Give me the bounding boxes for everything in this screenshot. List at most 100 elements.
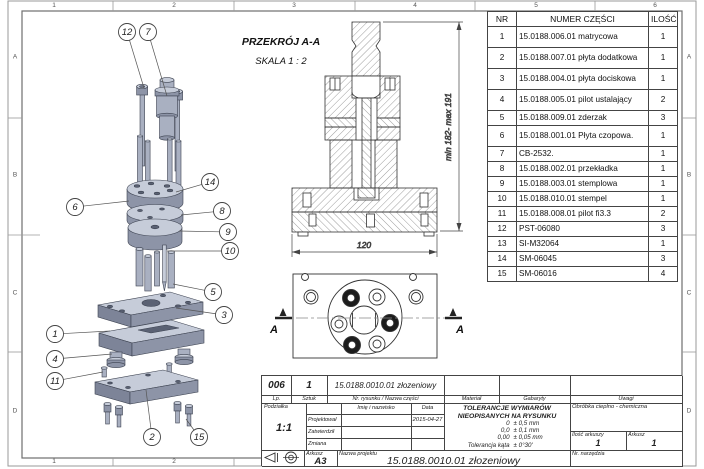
arkusz-label: Arkusz bbox=[628, 432, 645, 438]
zone-row-left-A: A bbox=[12, 53, 18, 61]
balloon-5 bbox=[204, 283, 222, 301]
tolerance-row: 0,00± 0,05 mm bbox=[497, 434, 543, 442]
project-name-cell: Nazwa projektu 15.0188.0010.01 złozeniow… bbox=[337, 450, 571, 467]
material-value-cell bbox=[444, 376, 500, 396]
date-value: 2015-04-27 bbox=[412, 417, 443, 423]
cut-label-left: A bbox=[269, 324, 278, 336]
format-cell: Arkusz A3 bbox=[304, 450, 338, 467]
zone-col-top-3: 3 bbox=[292, 2, 296, 9]
gabaryty-value-cell bbox=[499, 376, 571, 396]
sztuk-label: Sztuk bbox=[302, 396, 316, 402]
zone-col-top-4: 4 bbox=[413, 2, 417, 9]
balloon-6 bbox=[66, 198, 84, 216]
punch-pins bbox=[135, 244, 175, 292]
projektowal-label: Projektował bbox=[308, 417, 337, 423]
zone-col-top-1: 1 bbox=[52, 2, 56, 9]
svg-text:6: 6 bbox=[72, 202, 78, 213]
imie-label: Imię i nazwisko bbox=[357, 405, 395, 411]
svg-text:15: 15 bbox=[194, 432, 205, 443]
svg-text:5: 5 bbox=[210, 287, 216, 298]
lp-label: Lp. bbox=[272, 396, 281, 402]
svg-text:1: 1 bbox=[52, 329, 57, 340]
zone-row-right-D: D bbox=[686, 407, 692, 415]
plan-view bbox=[292, 273, 438, 359]
zone-col-top-5: 5 bbox=[534, 2, 538, 9]
svg-text:14: 14 bbox=[205, 177, 216, 188]
zone-ticks bbox=[8, 1, 696, 466]
tolerances-cell: TOLERANCJE WYMIARÓW NIEOPISANYCH NA RYSU… bbox=[444, 403, 571, 451]
plate-dociskowa bbox=[98, 319, 205, 368]
svg-text:8: 8 bbox=[219, 206, 225, 217]
svg-text:7: 7 bbox=[145, 27, 151, 38]
zmiana-label: Zmiana bbox=[308, 441, 327, 447]
balloon-4 bbox=[46, 350, 64, 368]
plate-stemplowa bbox=[97, 291, 204, 328]
nr-narzedzia-label: Nr. narzędzia bbox=[572, 451, 605, 457]
zone-row-right-B: B bbox=[686, 171, 692, 179]
project-name-value: 15.0188.0010.01 złozeniowy bbox=[386, 455, 521, 467]
balloon-1 bbox=[46, 325, 64, 343]
plate-dodatkowa bbox=[94, 369, 199, 405]
sheets-count-cell: Ilość arkuszy 1 bbox=[570, 431, 627, 451]
tolerance-row: 0,0± 0,1 mm bbox=[500, 427, 540, 435]
balloon-10 bbox=[221, 242, 239, 260]
material-label: Materiał bbox=[461, 396, 482, 402]
balloon-2 bbox=[143, 428, 161, 446]
zone-col-top-6: 6 bbox=[653, 2, 657, 9]
small-pins bbox=[100, 362, 173, 378]
sheet-number-cell: Arkusz 1 bbox=[626, 431, 683, 451]
zone-row-right-A: A bbox=[686, 53, 692, 61]
title-block: 006 1 15.0188.0010.01 złozeniowy Lp. Szt… bbox=[261, 375, 683, 467]
data-label: Data bbox=[421, 405, 434, 411]
disc-stack bbox=[126, 179, 184, 251]
zone-row-left-D: D bbox=[12, 407, 18, 415]
cut-label-right: A bbox=[455, 324, 464, 336]
treatment-note: Obróbka cieplno - chemiczna bbox=[572, 404, 648, 410]
format-value: A3 bbox=[314, 456, 327, 467]
lp-value-cell: 006 bbox=[262, 376, 292, 396]
gabaryty-label: Gabaryty bbox=[523, 396, 546, 402]
drawing-name-cell: 15.0188.0010.01 złozeniowy bbox=[327, 376, 445, 396]
svg-text:9: 9 bbox=[225, 227, 231, 238]
ilosc-arkuszy-label: Ilość arkuszy bbox=[572, 432, 604, 438]
dimensions: min 182- max 191 120 bbox=[291, 21, 463, 257]
col-header-qty: ILOŚĆ bbox=[648, 11, 678, 27]
col-header-part-number: NUMER CZĘŚCI bbox=[516, 11, 649, 27]
projection-symbol-icon bbox=[263, 451, 299, 464]
svg-text:4: 4 bbox=[52, 354, 57, 365]
tolerance-row: 0± 0,5 mm bbox=[506, 420, 540, 427]
svg-text:10: 10 bbox=[225, 246, 236, 257]
zone-row-left-C: C bbox=[12, 289, 18, 297]
sztuk-value-cell: 1 bbox=[291, 376, 328, 396]
col-header-nr: NR bbox=[487, 11, 517, 27]
scale-value: 1:1 bbox=[276, 422, 292, 434]
balloon-15 bbox=[190, 428, 208, 446]
balloon-14 bbox=[201, 173, 219, 191]
scale-cell: Podziałka 1:1 bbox=[262, 403, 307, 451]
nazwa-projektu-label: Nazwa projektu bbox=[339, 451, 377, 457]
section-scale: SKALA 1 : 2 bbox=[255, 56, 307, 67]
podzialka-label: Podziałka bbox=[264, 404, 288, 410]
uwagi-value-cell bbox=[570, 376, 683, 396]
zone-col-bottom-1: 1 bbox=[52, 458, 56, 465]
balloon-11 bbox=[46, 372, 64, 390]
svg-text:3: 3 bbox=[221, 310, 227, 321]
